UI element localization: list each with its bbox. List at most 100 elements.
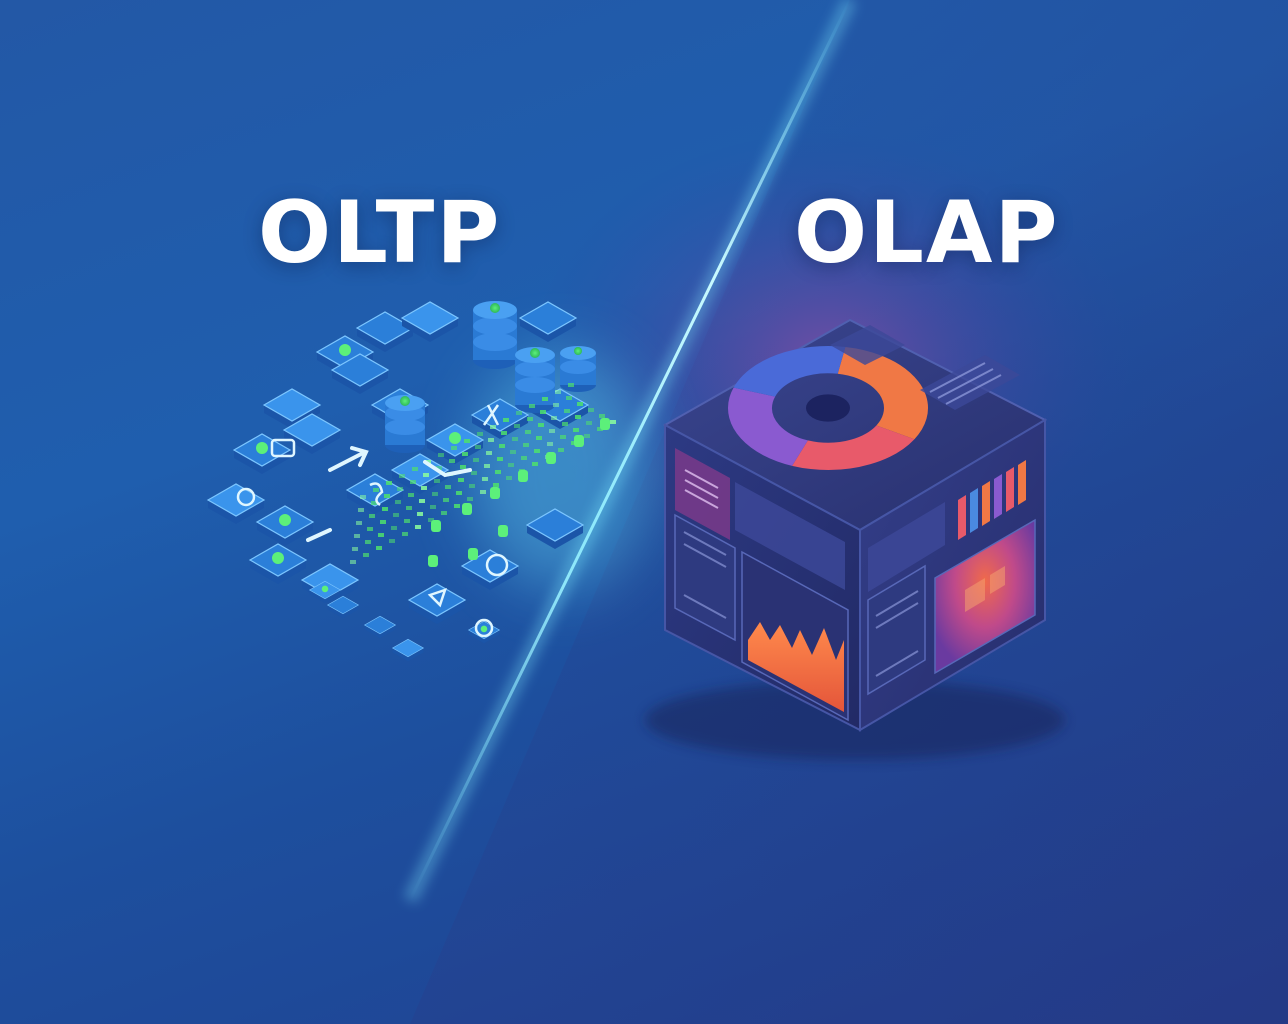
oltp-tile (345, 473, 405, 514)
stream-dot (523, 443, 529, 447)
stream-dot (488, 438, 494, 442)
stream-dot (499, 444, 505, 448)
oltp-tile (467, 620, 501, 644)
oltp-tile (282, 413, 342, 454)
oltp-tile (206, 483, 266, 524)
stream-dot (445, 485, 451, 489)
stream-dot (360, 495, 366, 499)
stream-dot (389, 539, 395, 543)
stream-dot (419, 499, 425, 503)
transaction-node (518, 470, 528, 482)
stream-dot (399, 474, 405, 478)
stream-dot (354, 534, 360, 538)
stream-dot (486, 451, 492, 455)
transaction-node (600, 418, 610, 430)
stream-dot (514, 424, 520, 428)
stream-dot (395, 500, 401, 504)
stream-dot (454, 504, 460, 508)
stream-dot (451, 446, 457, 450)
stream-dot (547, 442, 553, 446)
stream-dot (534, 449, 540, 453)
stream-dot (473, 458, 479, 462)
stream-dot (512, 437, 518, 441)
stream-dot (521, 456, 527, 460)
stream-dot (417, 512, 423, 516)
stream-dot (358, 508, 364, 512)
bar-chart-icon (958, 460, 1026, 540)
stream-dot (434, 479, 440, 483)
stream-dot (393, 513, 399, 517)
stream-dot (443, 498, 449, 502)
stream-dot (516, 411, 522, 415)
stream-dot (432, 492, 438, 496)
stream-dot (564, 409, 570, 413)
stream-dot (562, 422, 568, 426)
stream-dot (540, 410, 546, 414)
transaction-node (490, 487, 500, 499)
olap-cube-illustration (645, 318, 1065, 760)
stream-dot (410, 480, 416, 484)
donut-chart-icon (728, 345, 928, 471)
olap-title: OLAP (794, 183, 1060, 283)
stream-dot (376, 546, 382, 550)
stream-dot (493, 483, 499, 487)
transaction-node (468, 548, 478, 560)
stream-dot (421, 486, 427, 490)
stream-dot (384, 494, 390, 498)
oltp-title: OLTP (258, 183, 502, 283)
stream-dot (573, 428, 579, 432)
stream-dot (408, 493, 414, 497)
oltp-tile (308, 580, 342, 604)
stream-dot (352, 547, 358, 551)
transaction-node (498, 525, 508, 537)
stream-dot (402, 532, 408, 536)
stream-dot (462, 452, 468, 456)
stream-dot (553, 403, 559, 407)
stream-dot (575, 415, 581, 419)
stream-dot (490, 425, 496, 429)
stream-dot (484, 464, 490, 468)
oltp-tile (363, 615, 397, 639)
stream-dot (369, 514, 375, 518)
stream-dot (510, 450, 516, 454)
oltp-tile (326, 595, 360, 619)
stream-dot (506, 476, 512, 480)
tile-glyphs (236, 404, 509, 638)
stream-dot (350, 560, 356, 564)
stream-dot (610, 420, 616, 424)
stream-dot (406, 506, 412, 510)
oltp-tile (262, 388, 322, 429)
stream-dot (428, 518, 434, 522)
stream-dot (423, 473, 429, 477)
stream-dot (508, 463, 514, 467)
stream-dot (568, 383, 574, 387)
stream-dot (477, 432, 483, 436)
oltp-tile (255, 505, 315, 546)
oltp-tile (518, 301, 578, 342)
stream-dot (586, 421, 592, 425)
transaction-node (428, 555, 438, 567)
stream-dot (588, 408, 594, 412)
stream-dot (551, 416, 557, 420)
stream-dot (356, 521, 362, 525)
stream-dot (549, 429, 555, 433)
arrow-icon (306, 446, 472, 542)
stream-dot (482, 477, 488, 481)
oltp-tile (400, 301, 460, 342)
stream-dot (412, 467, 418, 471)
stream-dot (536, 436, 542, 440)
stream-dot (382, 507, 388, 511)
transaction-node (462, 503, 472, 515)
stream-dot (599, 414, 605, 418)
stream-dot (449, 459, 455, 463)
oltp-tile (330, 353, 390, 394)
stream-dot (475, 445, 481, 449)
stream-dot (555, 390, 561, 394)
stream-dot (404, 519, 410, 523)
stream-dot (469, 484, 475, 488)
stream-dot (378, 533, 384, 537)
stream-dot (363, 553, 369, 557)
stream-dot (365, 540, 371, 544)
stream-dot (464, 439, 470, 443)
oltp-tile (248, 543, 308, 584)
